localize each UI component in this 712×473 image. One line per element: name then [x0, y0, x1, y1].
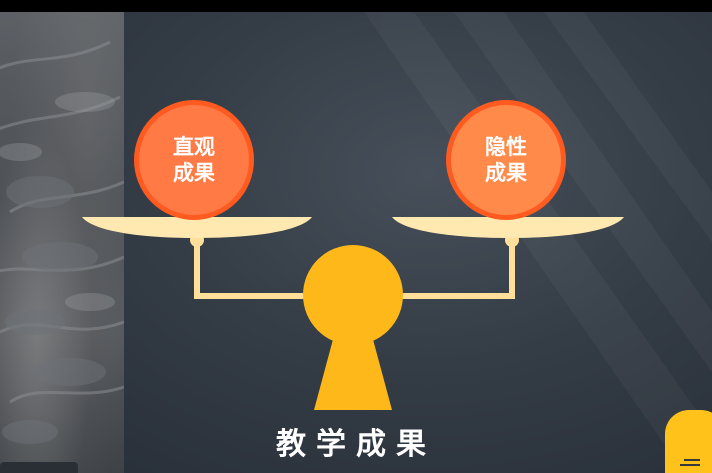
left-ball-label-line2: 成果 [173, 161, 215, 185]
menu-icon[interactable] [680, 459, 700, 471]
right-weight-ball: 隐性 成果 [446, 100, 566, 220]
corner-menu-button[interactable] [665, 410, 712, 473]
slide-title: 教学成果 [276, 427, 436, 462]
left-weight-ball: 直观 成果 [134, 100, 254, 220]
bottom-tab[interactable] [0, 462, 78, 473]
balance-scale [82, 217, 624, 410]
keyhole-base [314, 332, 392, 410]
presentation-slide: 直观 成果 隐性 成果 [0, 12, 712, 473]
right-pan [392, 217, 624, 238]
right-ball-label-line2: 成果 [485, 161, 527, 185]
right-ball-label-line1: 隐性 [485, 135, 527, 159]
top-bar [0, 0, 712, 12]
hands-illustration [0, 40, 124, 444]
keyhole-head [303, 245, 403, 345]
left-pan [82, 217, 312, 238]
hands-photo [0, 12, 124, 473]
left-ball-label-line1: 直观 [173, 135, 215, 159]
